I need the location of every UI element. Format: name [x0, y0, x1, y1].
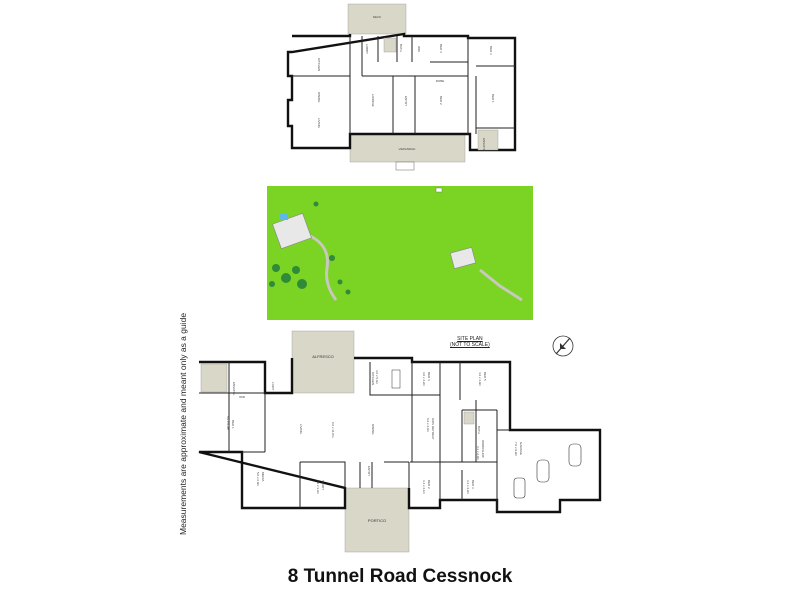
- tree: [337, 279, 343, 285]
- site-plan-line1: SITE PLAN: [457, 336, 483, 342]
- driveway-left: [299, 230, 338, 301]
- bed2-dim: 3.4 x 4.1m: [422, 480, 426, 495]
- measurement-disclaimer: Measurements are approximate and meant o…: [178, 312, 188, 535]
- portico-label: PORTICO: [368, 518, 386, 523]
- tree-cluster: [269, 201, 351, 295]
- property-title: 8 Tunnel Road Cessnock: [287, 566, 513, 587]
- tree: [269, 281, 275, 287]
- alfresco-area: [291, 330, 355, 394]
- kitchen-island: [391, 369, 401, 389]
- pool: [280, 214, 288, 220]
- top-kitchen-label: KITCHEN: [317, 58, 321, 71]
- top-deck-label: DECK: [373, 15, 381, 19]
- study-dim: 3.6 x 3.4m: [316, 480, 320, 495]
- kids-retreat-label: KIDS RETREAT: [431, 418, 435, 440]
- aerial-site-view: [267, 186, 533, 320]
- top-lounge-label: LOUNGE: [371, 94, 375, 107]
- top-deck: [347, 3, 407, 35]
- top-floor-plan: DECK VERANDAH KITCHEN LOBBY DINING LIVIN…: [286, 3, 517, 171]
- top-robe-label: ROBE: [436, 79, 445, 83]
- grass-lot: [267, 186, 533, 320]
- car: [536, 459, 550, 483]
- alfresco-label: ALFRESCO: [312, 354, 334, 359]
- top-verandah: [349, 133, 466, 163]
- top-bed2-label: BED 2: [439, 96, 443, 105]
- bed2-label: BED 2: [427, 480, 431, 489]
- bottom-floor-plan: ALFRESCO PORTICO BED 1 5.0 x 6.3m ENSUIT…: [198, 330, 602, 553]
- tree: [272, 264, 280, 272]
- dining-label: DINING: [371, 424, 375, 435]
- bottom-bath-tiles: [463, 411, 475, 425]
- tree: [345, 289, 351, 295]
- top-ensuite-label: ENSUITE: [482, 138, 486, 151]
- site-plan-note: SITE PLAN (NOT TO SCALE): [450, 336, 490, 348]
- car: [568, 443, 582, 467]
- portico-area: [344, 487, 410, 553]
- bed5-label: BED 5: [483, 372, 487, 381]
- top-lobby-label: LOBBY: [365, 44, 369, 54]
- ldry-label: L'DRY: [271, 382, 275, 391]
- bed1-dim: 5.0 x 6.3m: [226, 416, 230, 431]
- bed3-dim: 3.4 x 4.2m: [466, 480, 470, 495]
- living-dim: 6.6 x 11.8m: [331, 422, 335, 438]
- top-bed4-label: BED 4: [439, 44, 443, 53]
- tree: [329, 255, 335, 261]
- bottom-interior-walls: [199, 362, 510, 512]
- tree: [313, 201, 319, 207]
- top-wir-label: WIR: [417, 46, 421, 53]
- top-bath-label: BATH: [399, 44, 403, 52]
- ensuite-label: ENSUITE: [232, 382, 236, 395]
- kitchen-label: KITCHEN: [371, 372, 375, 385]
- bottom-ensuite-tiles: [200, 363, 228, 393]
- tree: [281, 273, 291, 283]
- kitchen-dim: 3.6 x 5.4m: [375, 370, 379, 385]
- bath-label: BATH: [477, 426, 481, 434]
- bed4-label: BED 4: [427, 372, 431, 381]
- shed-roof: [449, 247, 477, 269]
- top-interior-walls: [292, 36, 515, 134]
- top-bath-tiles: [383, 37, 397, 53]
- top-dining-label: DINING: [317, 92, 321, 103]
- top-verandah-label: VERANDAH: [399, 147, 416, 151]
- workshop-label: WORKSHOP: [481, 440, 485, 458]
- tree: [292, 266, 300, 274]
- garage-label: GARAGE: [519, 442, 523, 455]
- small-structure: [435, 187, 443, 193]
- top-bed1-label: BED 1: [491, 94, 495, 103]
- car: [513, 477, 526, 499]
- top-bed3-label: BED 3: [489, 46, 493, 55]
- top-living-label: LIVING: [317, 118, 321, 129]
- entry-label: ENTRY: [367, 466, 371, 476]
- garage-cars: [513, 443, 582, 499]
- driveway-right: [479, 268, 523, 302]
- top-entry-label: ENTRY: [404, 96, 408, 106]
- bed1-label: BED 1: [231, 420, 235, 429]
- top-steps: [395, 161, 415, 171]
- media-dim: 5.0 x 6.0m: [256, 472, 260, 487]
- wir-label: WIR: [239, 395, 246, 399]
- kids-retreat-dim: 6.2 x 4.4m: [426, 418, 430, 433]
- living-label: LIVING: [299, 424, 303, 435]
- garage-dim: 7.0 x 9.9m: [514, 442, 518, 457]
- workshop-dim: 3.1 x 2.0m: [476, 446, 480, 461]
- top-ensuite-tiles: [477, 129, 499, 151]
- bed5-dim: 4.2 x 3.9m: [478, 372, 482, 387]
- north-arrow: [552, 335, 574, 357]
- media-label: MEDIA: [261, 472, 265, 482]
- bed3-label: BED 3: [471, 480, 475, 489]
- tree: [297, 279, 307, 289]
- study-label: STUDY: [321, 480, 325, 490]
- bed4-dim: 3.0 x 4.2m: [422, 372, 426, 387]
- site-plan-line2: (NOT TO SCALE): [450, 342, 490, 348]
